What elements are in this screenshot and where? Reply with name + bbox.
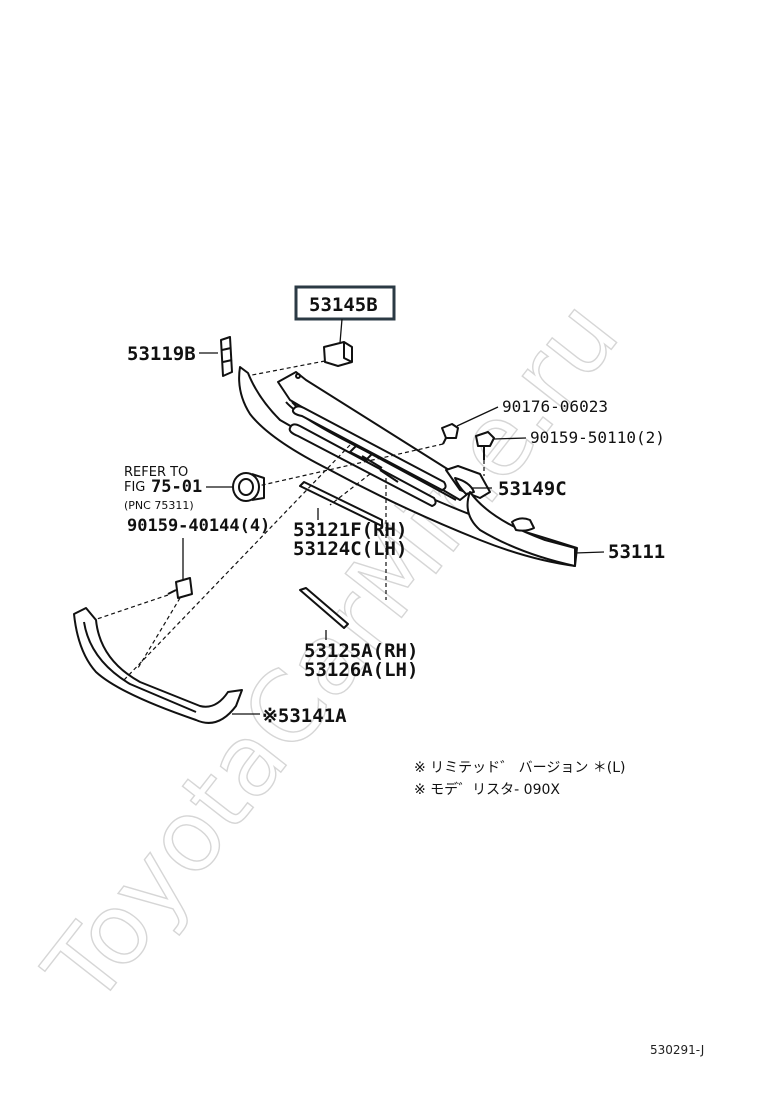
refer-label-line2: FIG <box>124 480 145 495</box>
moulding-53121F <box>299 481 383 527</box>
dashed-line-40144-b <box>137 597 181 669</box>
bolt-90159-50110 <box>475 431 495 460</box>
dashed-line-40144-a <box>87 594 169 623</box>
lower-moulding-53141A <box>73 607 243 724</box>
label-53111[interactable]: 53111 <box>608 541 665 563</box>
label-53124C[interactable]: 53124C(LH) <box>293 538 407 560</box>
label-53126A[interactable]: 53126A(LH) <box>304 659 418 681</box>
radiator-grille-53111 <box>238 366 578 567</box>
footnote-model-list: ※ モデ゛リスタ- 090X <box>414 781 560 798</box>
highlighted-part-number[interactable]: 53145B <box>309 294 378 316</box>
refer-fig-number[interactable]: 75-01 <box>151 477 202 497</box>
footnote-limited-version: ※ リミテッド゛ バージョン ＊(L) <box>414 760 626 776</box>
dashed-line-53145B <box>251 360 326 376</box>
dashed-line-53141A <box>123 444 351 681</box>
label-90159-40144[interactable]: 90159-40144(4) <box>127 516 270 536</box>
bracket-53119B <box>220 336 233 377</box>
refer-label-line1: REFER TO <box>124 465 188 480</box>
dashed-line-screw <box>257 443 444 487</box>
leader-53145B <box>339 318 343 344</box>
leader-90159-50110 <box>493 437 527 440</box>
dashed-line-moulding-upper <box>329 473 371 506</box>
bolt-90159-40144 <box>167 577 193 599</box>
highlighted-part-box[interactable] <box>294 285 396 321</box>
label-53119B[interactable]: 53119B <box>127 343 196 365</box>
label-90159-50110[interactable]: 90159-50110(2) <box>530 428 665 447</box>
figure-code: 530291-J <box>650 1043 704 1057</box>
label-53141A[interactable]: ※53141A <box>262 705 347 727</box>
screw-90176-06023 <box>441 423 459 445</box>
label-90176-06023[interactable]: 90176-06023 <box>502 397 608 416</box>
clip-53145B <box>323 341 353 367</box>
leader-53111 <box>574 551 605 554</box>
label-53125A[interactable]: 53125A(RH) <box>304 640 418 662</box>
refer-pnc: (PNC 75311) <box>124 499 194 512</box>
emblem-75311 <box>232 472 265 502</box>
leader-90176-06023 <box>456 406 499 427</box>
moulding-53125A <box>299 587 349 629</box>
label-53149C[interactable]: 53149C <box>498 478 567 500</box>
emblem-53149C <box>511 517 535 532</box>
